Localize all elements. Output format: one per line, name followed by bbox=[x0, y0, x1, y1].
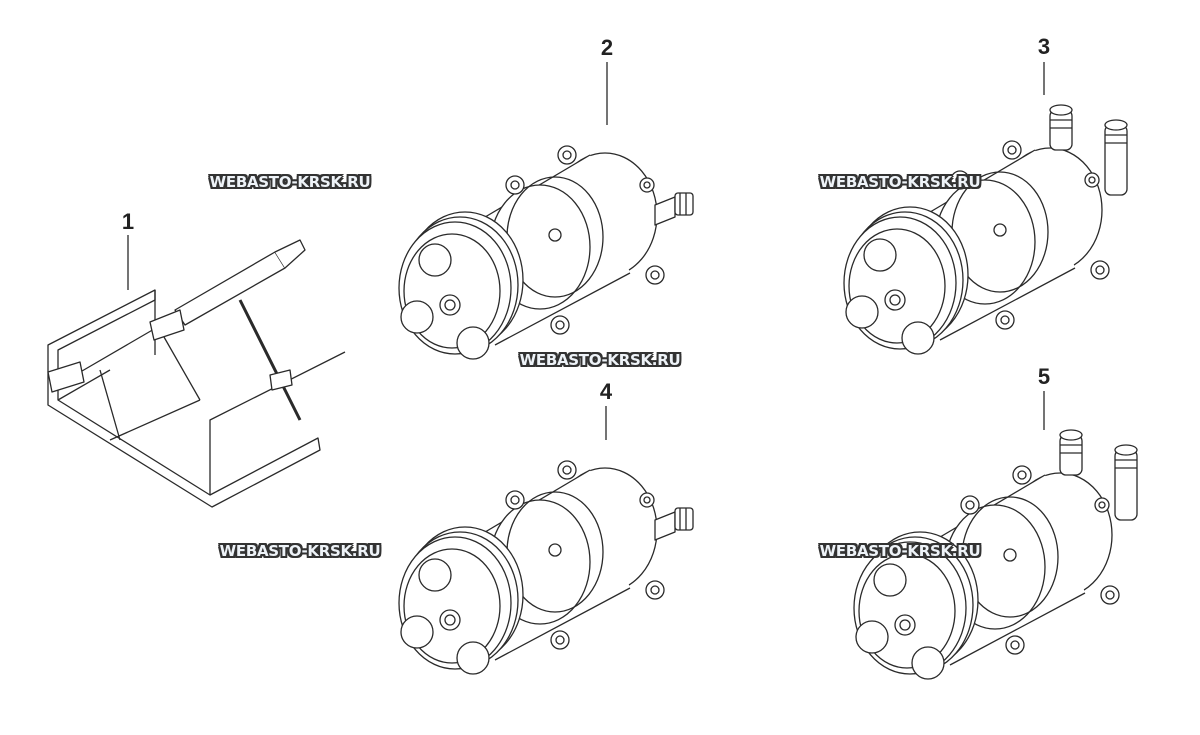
callout-2: 2 bbox=[600, 35, 614, 60]
compressor-2-drawing bbox=[398, 145, 665, 360]
watermark: WEBASTO-KRSK.RU bbox=[219, 542, 381, 560]
fitting-icon bbox=[654, 507, 694, 541]
callout-5: 5 bbox=[1037, 364, 1051, 389]
watermark: WEBASTO-KRSK.RU bbox=[209, 173, 371, 191]
compressor-4-drawing bbox=[398, 460, 665, 675]
compressor-5-drawing bbox=[853, 465, 1120, 680]
callout-3: 3 bbox=[1037, 34, 1051, 59]
callout-4: 4 bbox=[599, 379, 613, 404]
fitting-icon bbox=[654, 192, 694, 226]
callout-1: 1 bbox=[121, 209, 135, 234]
watermark: WEBASTO-KRSK.RU bbox=[819, 173, 981, 191]
watermark: WEBASTO-KRSK.RU bbox=[519, 351, 681, 369]
watermark: WEBASTO-KRSK.RU bbox=[819, 542, 981, 560]
bracket-drawing bbox=[47, 235, 346, 508]
